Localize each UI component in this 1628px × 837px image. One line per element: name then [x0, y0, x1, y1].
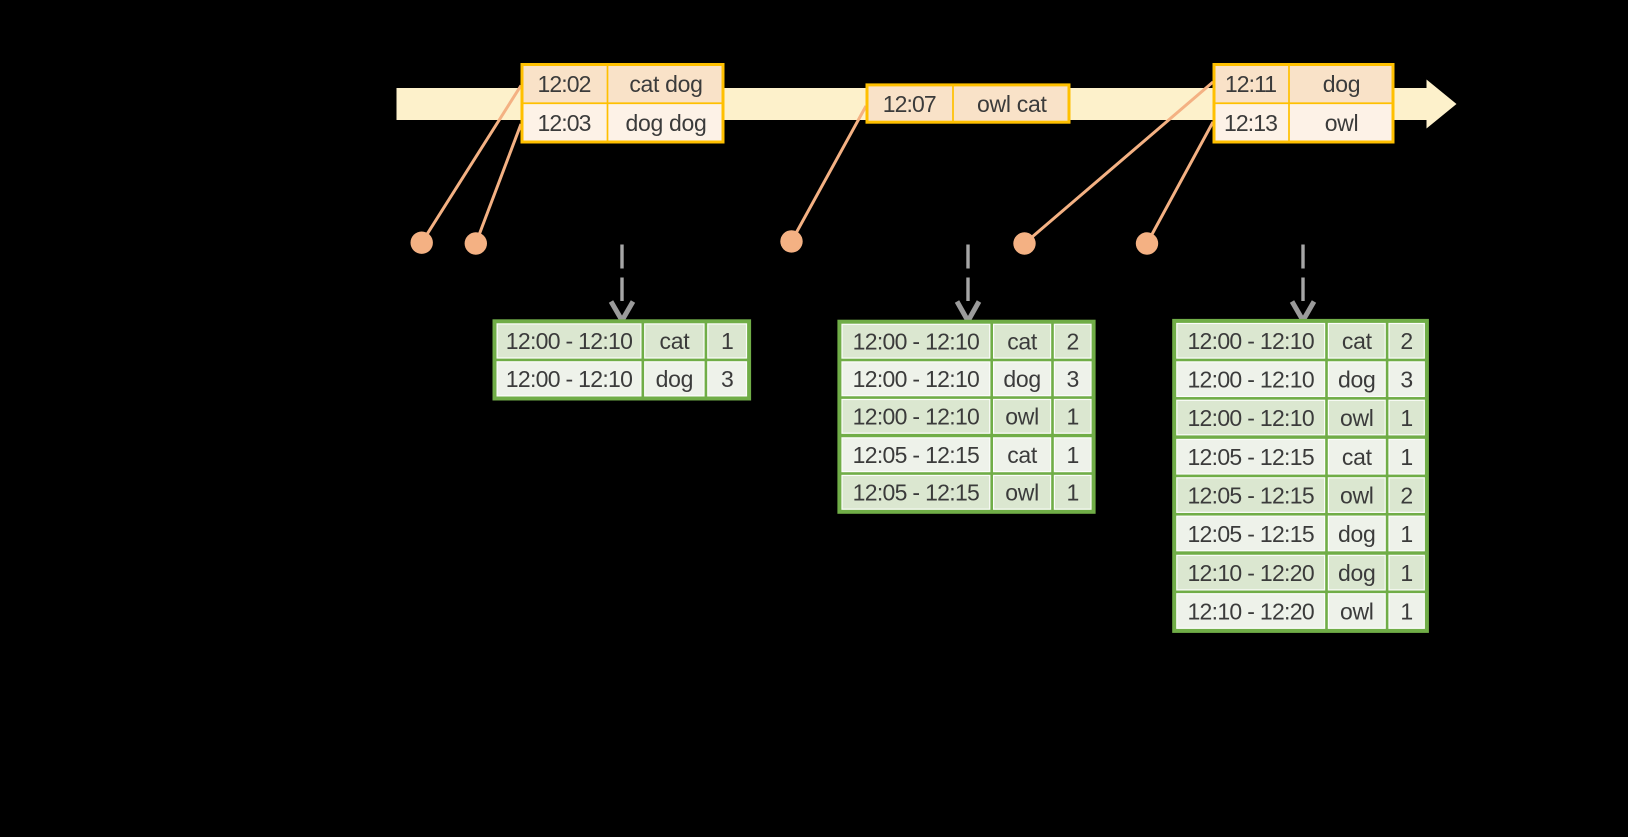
svg-text:1: 1	[1400, 405, 1413, 431]
svg-text:12:05 - 12:15: 12:05 - 12:15	[1187, 444, 1313, 470]
svg-text:12:11: 12:11	[1225, 71, 1276, 97]
svg-text:cat: cat	[1007, 442, 1038, 468]
svg-text:owl: owl	[1340, 598, 1374, 624]
svg-text:12:00 - 12:10: 12:00 - 12:10	[853, 329, 979, 355]
svg-text:1: 1	[1066, 480, 1079, 506]
svg-text:cat: cat	[1342, 328, 1373, 354]
svg-text:12:05 - 12:15: 12:05 - 12:15	[853, 480, 979, 506]
svg-text:dog: dog	[1338, 367, 1375, 393]
svg-text:12:00 - 12:10: 12:00 - 12:10	[1187, 328, 1313, 354]
svg-text:owl: owl	[1005, 480, 1039, 506]
svg-text:3: 3	[721, 366, 734, 392]
svg-text:12:02: 12:02	[537, 71, 590, 97]
svg-text:2: 2	[1400, 328, 1413, 354]
svg-text:dog: dog	[1003, 366, 1040, 392]
svg-text:dog: dog	[1338, 560, 1375, 586]
svg-text:12:00 - 12:10: 12:00 - 12:10	[853, 366, 979, 392]
svg-text:dog dog: dog dog	[625, 110, 706, 136]
svg-text:1: 1	[1400, 560, 1413, 586]
svg-text:owl cat: owl cat	[977, 91, 1047, 117]
svg-text:cat: cat	[1007, 329, 1038, 355]
svg-text:12:10 - 12:20: 12:10 - 12:20	[1187, 560, 1313, 586]
svg-text:1: 1	[721, 328, 734, 354]
svg-text:dog: dog	[1323, 71, 1360, 97]
svg-text:12:07: 12:07	[883, 91, 936, 117]
svg-text:12:00 - 12:10: 12:00 - 12:10	[853, 404, 979, 430]
svg-text:12:05 - 12:15: 12:05 - 12:15	[1187, 482, 1313, 508]
svg-text:12:05 - 12:15: 12:05 - 12:15	[853, 442, 979, 468]
svg-text:cat: cat	[1342, 444, 1373, 470]
svg-text:1: 1	[1066, 404, 1079, 430]
svg-text:owl: owl	[1325, 110, 1359, 136]
svg-text:12:00 - 12:10: 12:00 - 12:10	[1187, 367, 1313, 393]
svg-text:12:00 - 12:10: 12:00 - 12:10	[1187, 405, 1313, 431]
svg-text:12:00 - 12:10: 12:00 - 12:10	[506, 366, 632, 392]
svg-text:1: 1	[1400, 598, 1413, 624]
svg-text:1: 1	[1400, 521, 1413, 547]
svg-text:12:00 - 12:10: 12:00 - 12:10	[506, 328, 632, 354]
svg-text:cat dog: cat dog	[629, 71, 702, 97]
svg-text:12:10 - 12:20: 12:10 - 12:20	[1187, 598, 1313, 624]
svg-text:12:13: 12:13	[1224, 110, 1277, 136]
svg-text:dog: dog	[656, 366, 693, 392]
svg-text:3: 3	[1400, 367, 1413, 393]
svg-text:12:05 - 12:15: 12:05 - 12:15	[1187, 521, 1313, 547]
svg-text:2: 2	[1400, 482, 1413, 508]
svg-text:owl: owl	[1005, 404, 1039, 430]
svg-text:cat: cat	[660, 328, 691, 354]
svg-text:2: 2	[1066, 329, 1079, 355]
svg-text:owl: owl	[1340, 405, 1374, 431]
svg-text:12:03: 12:03	[537, 110, 590, 136]
svg-text:1: 1	[1400, 444, 1413, 470]
svg-text:3: 3	[1066, 366, 1079, 392]
svg-text:dog: dog	[1338, 521, 1375, 547]
svg-text:1: 1	[1066, 442, 1079, 468]
svg-text:owl: owl	[1340, 482, 1374, 508]
